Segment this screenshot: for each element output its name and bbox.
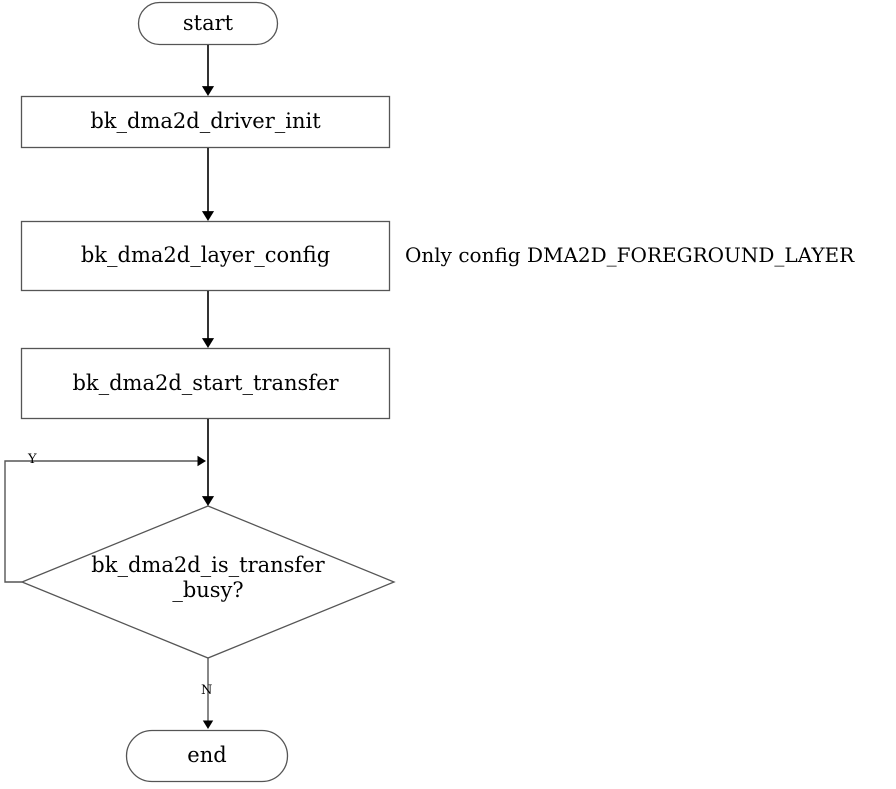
node-layer-config-shape	[20, 220, 391, 292]
node-start-shape	[137, 1, 279, 46]
node-is-transfer-busy-shape	[20, 505, 396, 659]
node-driver-init-shape	[20, 95, 391, 149]
annotation-layer-config-note: Only config DMA2D_FOREGROUND_LAYER	[405, 243, 855, 267]
node-start-transfer-shape	[20, 347, 391, 420]
edge-label-yes: Y	[28, 452, 37, 467]
edge-label-no: N	[201, 683, 213, 698]
edge-decision-yes-loop	[4, 455, 206, 583]
node-end-shape	[125, 729, 289, 783]
